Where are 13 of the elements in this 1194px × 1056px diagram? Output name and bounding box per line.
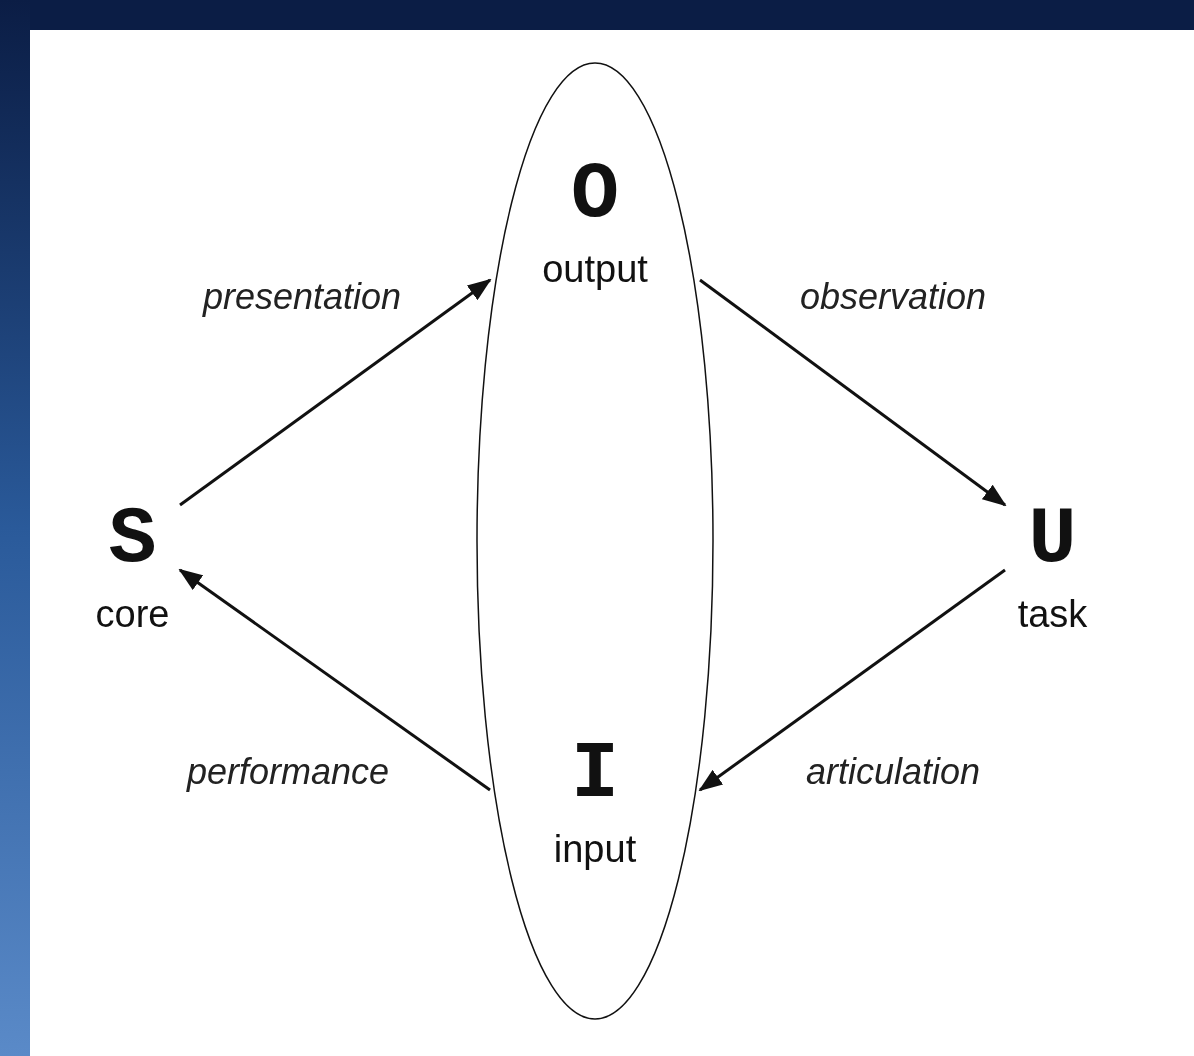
node-label: core	[95, 592, 170, 637]
arrow	[178, 568, 491, 792]
ellipse-shape	[476, 62, 714, 1020]
node-label: task	[1017, 592, 1088, 637]
node-label: input	[553, 827, 637, 872]
symbol-letter: O	[571, 150, 619, 240]
symbol-letter: I	[571, 730, 619, 820]
symbol-letter: U	[1028, 495, 1077, 585]
symbol-letter: S	[108, 495, 157, 585]
arrow	[179, 278, 492, 507]
arrow	[698, 568, 1006, 792]
arrow	[699, 278, 1007, 507]
node-label: output	[542, 247, 648, 292]
